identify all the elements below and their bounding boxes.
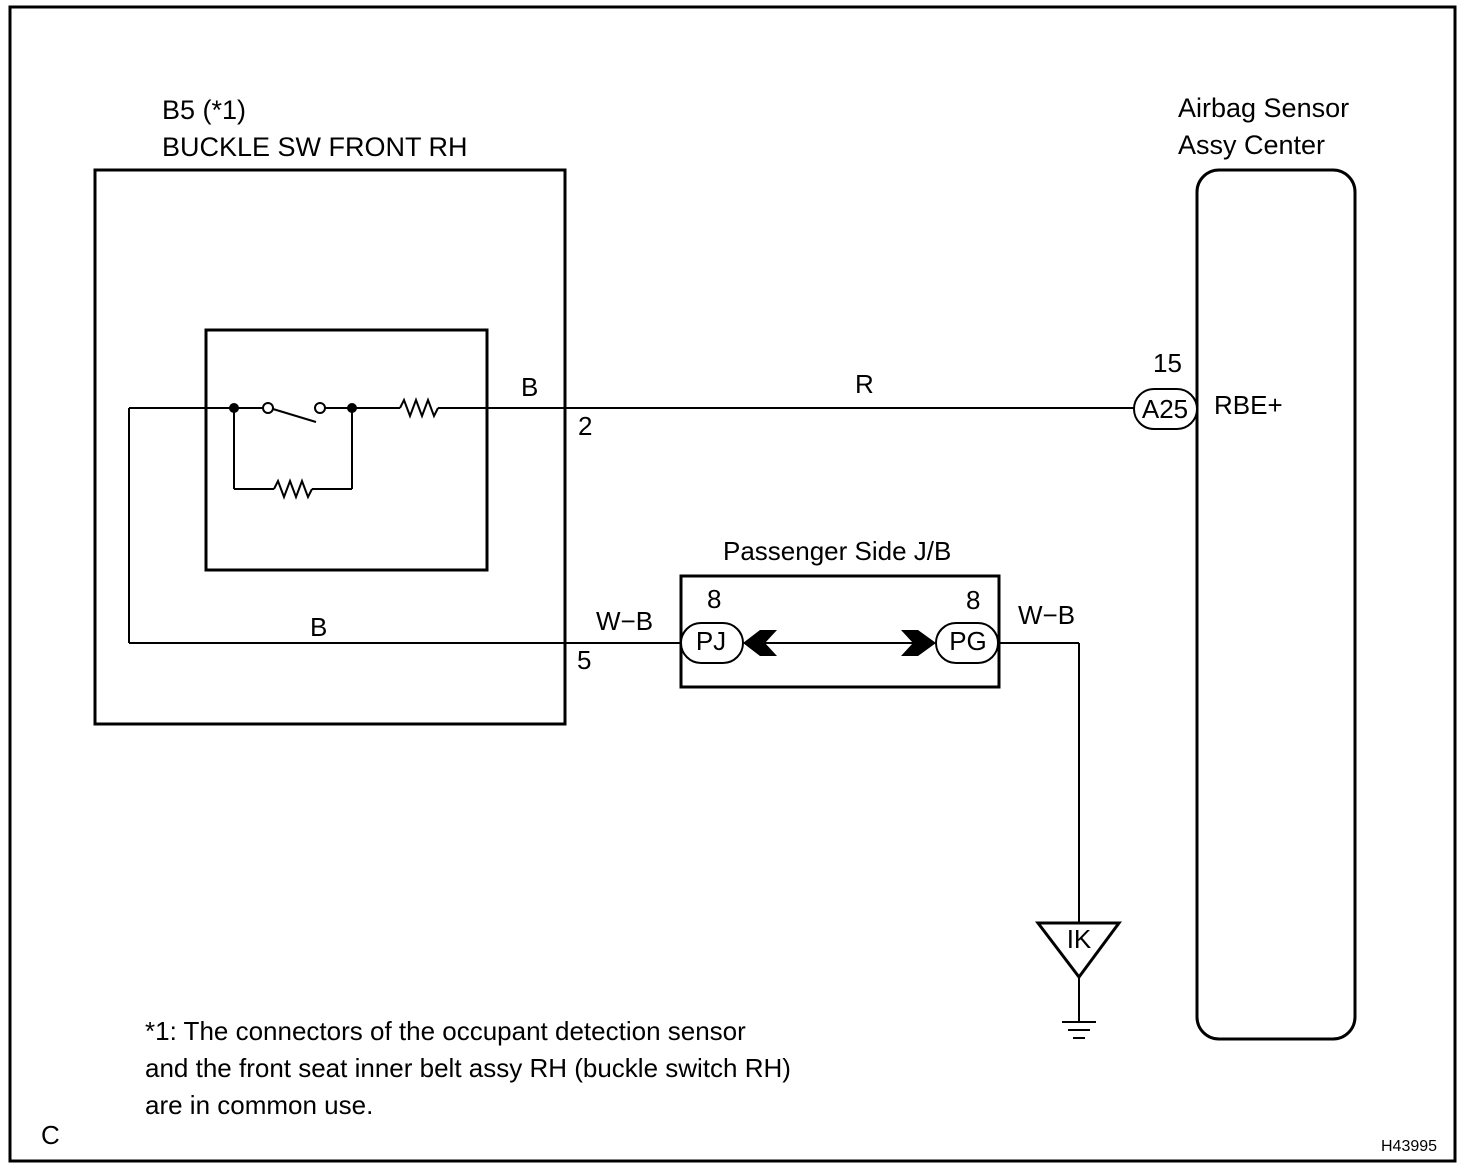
resistor-series — [399, 397, 439, 419]
terminal-number-15: 15 — [1153, 348, 1182, 378]
wire-label-internal-top: B — [521, 372, 538, 402]
diagram-frame — [8, 5, 1457, 1163]
connector-pg-label: PG — [949, 626, 987, 656]
corner-label-c: C — [41, 1120, 60, 1150]
footnote-line-3: are in common use. — [145, 1090, 373, 1120]
switch-blade — [272, 408, 317, 423]
connector-pj-label: PJ — [696, 626, 726, 656]
footnote-line-1: *1: The connectors of the occupant detec… — [145, 1016, 746, 1046]
wire-label-internal-bottom: B — [310, 612, 327, 642]
pj-pin-number: 8 — [707, 584, 721, 614]
footnote-line-2: and the front seat inner belt assy RH (b… — [145, 1053, 791, 1083]
switch-contact-right — [314, 402, 326, 414]
pg-pin-number: 8 — [966, 585, 980, 615]
ground-point-label: IK — [1067, 924, 1092, 954]
b5-connector-ref: B5 (*1) — [162, 95, 246, 125]
ground-icon — [1062, 1021, 1096, 1039]
connector-pj-arrow — [743, 630, 777, 656]
switch-contact-left — [262, 402, 274, 414]
wire-color-wb-right: W−B — [1018, 600, 1075, 630]
airbag-sensor-name-line2: Assy Center — [1178, 130, 1325, 160]
figure-id: H43995 — [1381, 1138, 1437, 1155]
ground-point-triangle — [1034, 921, 1122, 980]
connector-a25-label: A25 — [1142, 394, 1188, 424]
wire-color-wb-left: W−B — [596, 606, 653, 636]
airbag-sensor-box — [1195, 168, 1357, 1041]
connector-a25-oval — [1133, 388, 1198, 430]
wire-color-r: R — [855, 369, 874, 399]
junction-block-box — [679, 574, 1001, 689]
resistor-parallel — [273, 478, 313, 500]
pin-number-5: 5 — [577, 645, 591, 675]
b5-component-name: BUCKLE SW FRONT RH — [162, 132, 468, 162]
airbag-sensor-name-line1: Airbag Sensor — [1178, 93, 1349, 123]
terminal-name-rbe: RBE+ — [1214, 390, 1283, 420]
connector-pg-arrow — [901, 630, 936, 656]
b5-outer-box — [93, 168, 567, 726]
pin-number-2: 2 — [578, 411, 592, 441]
b5-switch-inner-box — [204, 328, 489, 572]
buckle-switch-circuit — [128, 397, 1135, 644]
junction-block-name: Passenger Side J/B — [723, 536, 951, 566]
